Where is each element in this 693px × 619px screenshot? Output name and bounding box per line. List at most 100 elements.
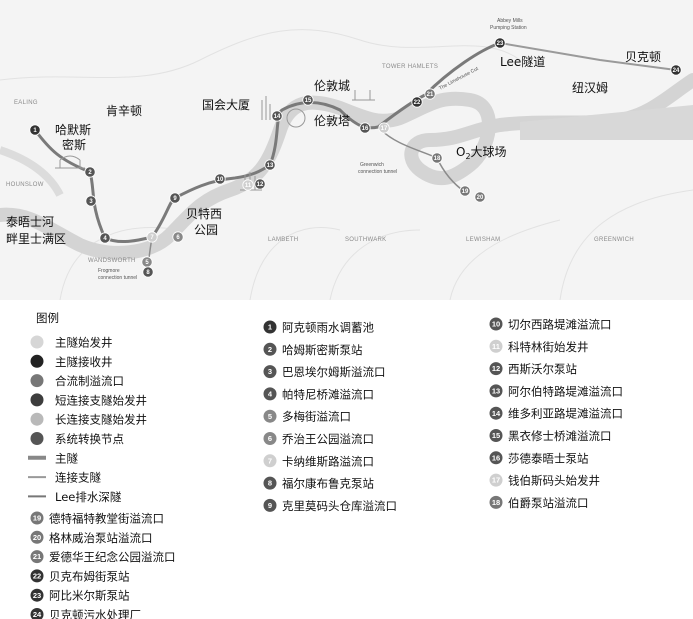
site-marker-7[interactable]: 7 [146,231,158,243]
legend-item-label: 长连接支隧始发井 [55,413,147,427]
place-o2-arena: O2大球场 [456,145,507,161]
legend-site-number: 21 [33,552,41,561]
legend-site-number-badge [30,511,44,525]
legend-site-label: 阿比米尔斯泵站 [49,589,130,603]
site-marker-23[interactable]: 23 [494,37,506,49]
legend-item-label: 系统转换节点 [55,432,124,446]
thames-river [0,73,693,260]
site-marker-8[interactable]: 8 [142,266,154,278]
site-marker-dot [99,232,111,244]
site-marker-number: 13 [267,163,274,169]
site-marker-dot [264,159,276,171]
site-marker-17[interactable]: 17 [378,122,390,134]
legend-item-label: 连接支隧 [55,471,101,485]
site-marker-15[interactable]: 15 [302,94,314,106]
site-marker-20[interactable]: 20 [474,191,486,203]
system-node-icon [30,432,44,445]
legend-site-number-badge [30,550,44,564]
site-marker-12[interactable]: 12 [254,178,266,190]
lee-tunnel [499,42,677,71]
site-marker-9[interactable]: 9 [169,192,181,204]
legend-site-number: 15 [492,431,500,440]
legend-site-number-badge [489,384,503,398]
place-newham: 纽汉姆 [572,81,608,95]
site-marker-2[interactable]: 2 [84,166,96,178]
legend-item-label: 合流制溢流口 [55,374,124,388]
legend-site-label: 黑衣修士桥滩溢流口 [508,429,612,443]
long-connection-shaft-icon [30,412,44,426]
frogmore-label-2: connection tunnel [98,275,137,281]
site-marker-11[interactable]: 11 [242,179,254,191]
site-marker-number: 4 [103,236,107,242]
legend-site-number-badge [30,530,44,544]
legend-site-number: 4 [268,390,273,399]
site-marker-number: 9 [173,196,177,202]
legend-site-number: 19 [33,514,41,523]
site-marker-10[interactable]: 10 [214,173,226,185]
legend-site-label: 克里莫码头仓库溢流口 [282,499,397,513]
site-marker-number: 21 [427,92,434,98]
place-battersea: 贝特西公园 [186,206,222,237]
legend-site-number-badge [263,342,277,356]
legend-site-number: 5 [268,412,272,421]
legend-site-number: 17 [492,476,500,485]
legend-site-label: 爱德华王纪念公园溢流口 [49,550,176,564]
legend-site-number: 16 [492,453,500,462]
site-marker-1[interactable]: 1 [29,124,41,136]
site-marker-dot [169,192,181,204]
legend-site-label: 维多利亚路堤滩溢流口 [508,407,623,421]
site-marker-19[interactable]: 19 [459,185,471,197]
site-marker-24[interactable]: 24 [670,64,682,76]
site-marker-4[interactable]: 4 [99,232,111,244]
legend-site-number-badge [30,608,44,619]
legend-site-label: 西斯沃尔泵站 [508,362,577,376]
legend-site-number-badge [489,362,503,376]
legend-site-number: 9 [268,501,272,510]
site-marker-13[interactable]: 13 [264,159,276,171]
legend-site-number: 18 [492,498,500,507]
cso-icon [30,374,44,388]
place-tower-of-london: 伦敦塔 [314,113,350,128]
site-marker-number: 1 [33,128,37,134]
greenwich-tunnel-label-2: connection tunnel [358,169,397,175]
legend-site-number: 23 [33,591,41,600]
site-marker-number: 3 [89,199,93,205]
site-marker-14[interactable]: 14 [271,110,283,122]
legend-title: 图例 [36,311,59,325]
legend-site-number-badge [489,429,503,442]
site-marker-6[interactable]: 6 [172,231,184,243]
site-marker-dot [85,195,97,207]
site-marker-22[interactable]: 22 [411,96,423,108]
thames-tideway-map: EALING HOUNSLOW WANDSWORTH LAMBETH SOUTH… [0,0,693,300]
map-legend: 图例 主隧始发井主隧接收井合流制溢流口短连接支隧始发井长连接支隧始发井系统转换节… [28,311,623,619]
place-city-of-london: 伦敦城 [314,78,350,93]
site-marker-5[interactable]: 5 [141,256,153,268]
site-marker-16[interactable]: 16 [359,122,371,134]
legend-site-number-badge [489,317,503,331]
place-parliament: 国会大厦 [202,98,250,112]
site-marker-18[interactable]: 18 [431,152,443,164]
legend-site-number: 22 [33,572,41,581]
legend-site-number: 10 [492,320,500,329]
legend-site-number: 7 [268,456,272,465]
site-marker-dot [359,122,371,134]
place-lee-tunnel: Lee隧道 [500,54,545,69]
site-marker-3[interactable]: 3 [85,195,97,207]
site-marker-number: 10 [217,177,224,183]
legend-site-label: 巴恩埃尔姆斯溢流口 [282,365,386,379]
legend-item: 短连接支隧始发井 [30,393,147,407]
place-richmond: 泰晤士河畔里士满区 [6,215,66,246]
site-marker-21[interactable]: 21 [424,88,436,100]
area-wandsworth: WANDSWORTH [88,258,136,264]
site-marker-number: 6 [176,235,180,241]
site-marker-number: 11 [245,183,252,189]
